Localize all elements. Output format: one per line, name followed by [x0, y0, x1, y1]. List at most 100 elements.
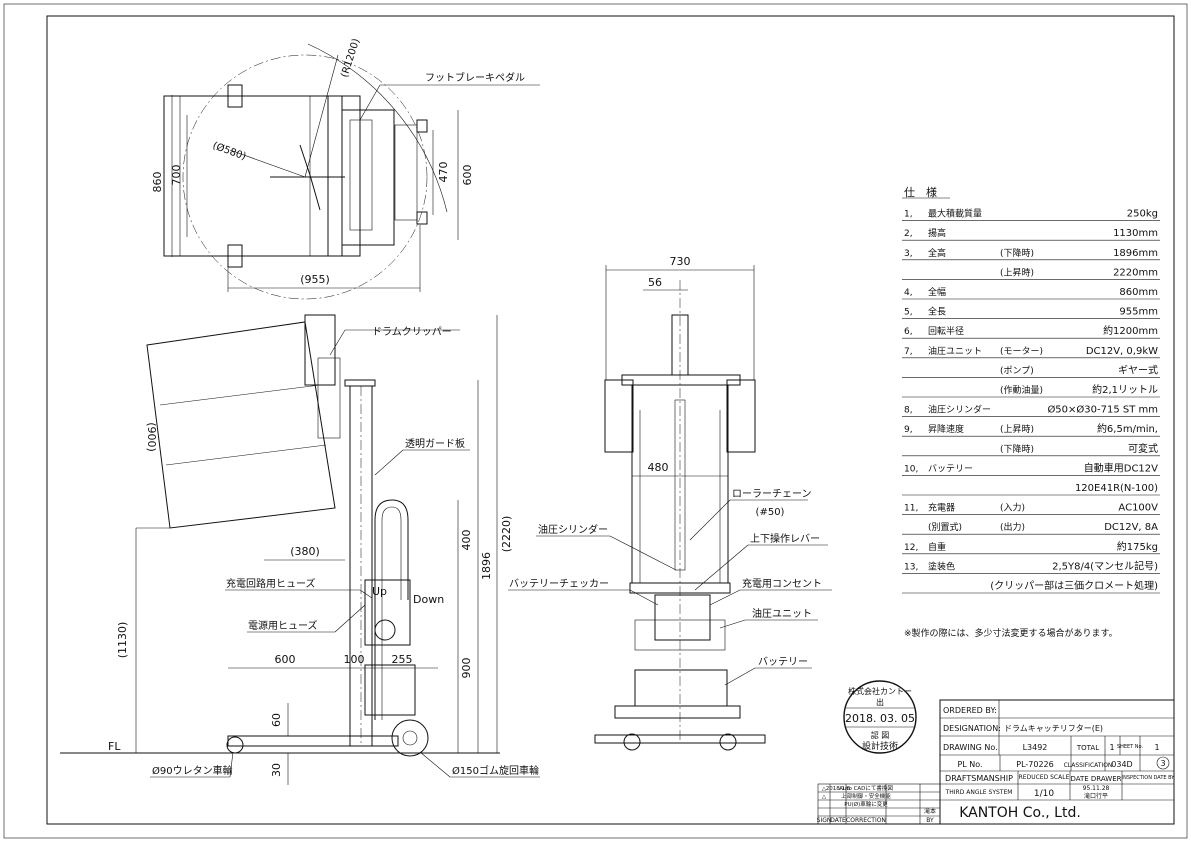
cross-plate	[629, 582, 731, 594]
spec-cell-value: 約175kg	[1117, 540, 1158, 553]
leader-foot-brake-arrow	[359, 84, 381, 121]
dim-1130: (1130)	[116, 622, 129, 659]
caster-top	[227, 84, 243, 108]
spec-cell-item: 塗装色	[928, 560, 955, 572]
frame-rail	[327, 95, 343, 257]
title-block: ORDERED BY: DESIGNATION: ドラムキャッチリフター(E) …	[939, 699, 1176, 825]
front-wheel-left	[623, 733, 641, 751]
leader-caster90-arrow	[229, 751, 234, 778]
leader-battery-checker-arrow	[629, 589, 659, 606]
leader-guard-arrow	[374, 449, 404, 476]
company-name: KANTOH Co., Ltd.	[959, 805, 1081, 821]
sheet-value: 1	[1154, 743, 1159, 752]
spec-cell-sub: (モーター)	[1000, 346, 1043, 357]
spec-cell-item: 最大積載質量	[928, 208, 982, 220]
dim-400: 400	[460, 530, 473, 551]
spec-cell-value: Ø50×Ø30-715 ST mm	[1047, 404, 1158, 416]
spec-cell-value: 可変式	[1128, 442, 1158, 455]
inner-border	[46, 15, 1175, 825]
rev-header-by: BY	[926, 817, 934, 824]
spec-cell-value: DC12V, 0,9kW	[1086, 346, 1158, 357]
spec-cell-item: 全幅	[928, 286, 946, 298]
dim-1896: 1896	[480, 552, 493, 580]
outer-border	[3, 3, 1188, 839]
pl-no-value: PL-70226	[1016, 760, 1053, 769]
spec-cell-item: (別置式)	[928, 521, 962, 533]
inspection-label: INSPECTION DATE BY	[1122, 775, 1176, 781]
label-down: Down	[413, 593, 444, 606]
front-view: 730 56 480 油圧シリンダー バッテリーチェッカー ローラーチェーン (…	[508, 255, 832, 751]
title-block-frame	[939, 699, 1175, 825]
pl-no-label: PL No.	[957, 760, 982, 769]
dim-r1200: (R1200)	[339, 37, 362, 79]
dim-100: 100	[344, 653, 365, 666]
dim-60: 60	[270, 713, 283, 727]
drum-hoop-2	[165, 444, 327, 466]
dim-900: 900	[460, 658, 473, 679]
spec-cell-no: 6,	[904, 327, 913, 337]
side-view: (2220) 1896 400 900 (900) (1130) (380) 6…	[60, 314, 540, 785]
diameter-leader	[229, 149, 306, 178]
clamp-arm	[299, 144, 321, 211]
drum-hoop-1	[159, 384, 321, 406]
classification-label: CLASSIFICATION	[1064, 762, 1113, 769]
scale-value: 1/10	[1034, 789, 1054, 799]
spec-cell-value: AC100V	[1118, 503, 1158, 514]
spec-cell-sub: (下降時)	[1000, 443, 1034, 455]
spec-cell-sub: (上昇時)	[1000, 424, 1034, 435]
label-cylinder: 油圧シリンダー	[538, 523, 608, 536]
stamp-company: 株式会社カントー	[848, 686, 912, 696]
revision-table: SIGN DATE CORRECTION BY 滝本 △2018.1.6Auto…	[817, 783, 941, 825]
dim-600-side: 600	[275, 653, 296, 666]
spec-cell-value: 250kg	[1127, 209, 1158, 220]
rear-caster-hub	[402, 730, 418, 746]
dim-860: 860	[151, 172, 164, 193]
revision-text: Auto CADにて書換図	[839, 784, 893, 792]
spec-cell-value: 1130mm	[1113, 228, 1158, 239]
clipper-right	[726, 379, 756, 453]
label-foot-brake: フットブレーキペダル	[425, 71, 525, 84]
spec-cell-value: 2220mm	[1113, 267, 1158, 278]
spec-heading: 仕 様	[904, 185, 937, 199]
drawer-name: 滝口行平	[1084, 792, 1108, 800]
rear-caster	[391, 719, 429, 757]
spec-note: ※製作の際には、多少寸法変更する場合があります。	[904, 627, 1118, 639]
revision-text: PU(Ø)車輪に変更	[844, 800, 888, 808]
spec-cell-sub: (入力)	[1000, 502, 1025, 514]
spec-cell-no: 1,	[904, 210, 913, 220]
dim-380: (380)	[290, 545, 320, 558]
spec-cell-item: バッテリー	[928, 463, 973, 474]
rotation-circle	[182, 54, 428, 300]
spec-cell-value: ギヤー式	[1118, 363, 1158, 376]
leader-drum-clipper-arrow	[329, 329, 346, 356]
hydraulic-unit	[634, 619, 726, 651]
stamp-date: 2018. 03. 05	[845, 712, 915, 725]
rev-header-date: DATE	[830, 817, 846, 824]
dim-480: 480	[648, 461, 669, 474]
dim-2220: (2220)	[500, 516, 513, 553]
tilted-drum	[146, 321, 336, 529]
motor	[374, 619, 396, 641]
spec-cell-sub: (出力)	[1000, 521, 1025, 533]
leader-roller-chain-arrow	[689, 499, 731, 541]
spec-cell-no: 3,	[904, 249, 913, 259]
spec-cell-value: 2,5Y8/4(マンセル記号)	[1052, 559, 1158, 572]
third-angle: THIRD ANGLE SYSTEM	[945, 789, 1013, 796]
spec-cell-sub: (下降時)	[1000, 247, 1034, 259]
spec-cell-item: 油圧ユニット	[928, 345, 982, 357]
label-battery-checker: バッテリーチェッカー	[509, 578, 609, 590]
leader-hydraulic-arrow	[719, 619, 746, 629]
spec-cell-value: (クリッパー部は三価クロメート処理)	[990, 579, 1158, 592]
rev-extra: 滝本	[924, 807, 936, 815]
dim-700: 700	[170, 165, 183, 186]
clipper-bracket	[317, 357, 341, 439]
label-caster150: Ø150ゴム旋回車輪	[452, 764, 539, 777]
label-guard: 透明ガード板	[405, 437, 465, 450]
spec-cell-no: 5,	[904, 308, 913, 318]
drum-outline	[163, 95, 361, 257]
spec-cell-item: 自重	[928, 541, 946, 553]
label-hydraulic-unit: 油圧ユニット	[752, 607, 812, 620]
spec-cell-value: 約1200mm	[1103, 324, 1158, 337]
floor-label: FL	[108, 740, 121, 753]
